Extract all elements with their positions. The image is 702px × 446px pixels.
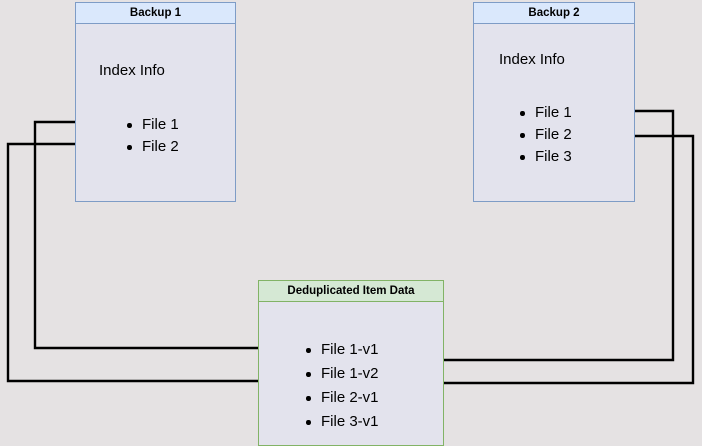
list-item[interactable]: File 1 bbox=[124, 114, 179, 136]
node-backup1-header: Backup 1 bbox=[76, 3, 235, 24]
list-item[interactable]: File 3 bbox=[517, 146, 572, 168]
connector-backup2-file2 bbox=[395, 134, 695, 391]
node-backup1-item-1: File 2 bbox=[142, 138, 179, 155]
list-item[interactable]: File 1-v2 bbox=[303, 362, 379, 386]
node-backup2-file-list: File 1 File 2 File 3 bbox=[517, 102, 572, 168]
node-backup2-index-label: Index Info bbox=[499, 51, 565, 68]
list-item[interactable]: File 2 bbox=[517, 124, 572, 146]
node-backup2-item-0: File 1 bbox=[535, 104, 572, 121]
node-backup1[interactable]: Backup 1 Index Info File 1 File 2 bbox=[75, 2, 236, 202]
list-item[interactable]: File 3-v1 bbox=[303, 410, 379, 434]
node-backup2-item-1: File 2 bbox=[535, 126, 572, 143]
node-backup2-header: Backup 2 bbox=[474, 3, 634, 24]
node-backup1-index-label: Index Info bbox=[99, 62, 165, 79]
list-item[interactable]: File 1 bbox=[517, 102, 572, 124]
node-dedup-item-1: File 1-v2 bbox=[321, 365, 379, 382]
node-deduplicated-item-data[interactable]: Deduplicated Item Data File 1-v1 File 1-… bbox=[258, 280, 444, 446]
node-dedup-file-list: File 1-v1 File 1-v2 File 2-v1 File 3-v1 bbox=[303, 338, 379, 434]
list-item[interactable]: File 1-v1 bbox=[303, 338, 379, 362]
node-dedup-item-0: File 1-v1 bbox=[321, 341, 379, 358]
node-dedup-header: Deduplicated Item Data bbox=[259, 281, 443, 302]
node-backup1-item-0: File 1 bbox=[142, 116, 179, 133]
list-item[interactable]: File 2-v1 bbox=[303, 386, 379, 410]
node-dedup-item-2: File 2-v1 bbox=[321, 389, 379, 406]
node-backup2[interactable]: Backup 2 Index Info File 1 File 2 File 3 bbox=[473, 2, 635, 202]
list-item[interactable]: File 2 bbox=[124, 136, 179, 158]
node-dedup-item-3: File 3-v1 bbox=[321, 413, 379, 430]
node-backup1-file-list: File 1 File 2 bbox=[124, 114, 179, 158]
node-backup2-item-2: File 3 bbox=[535, 148, 572, 165]
connector-backup1-file2 bbox=[6, 142, 302, 389]
